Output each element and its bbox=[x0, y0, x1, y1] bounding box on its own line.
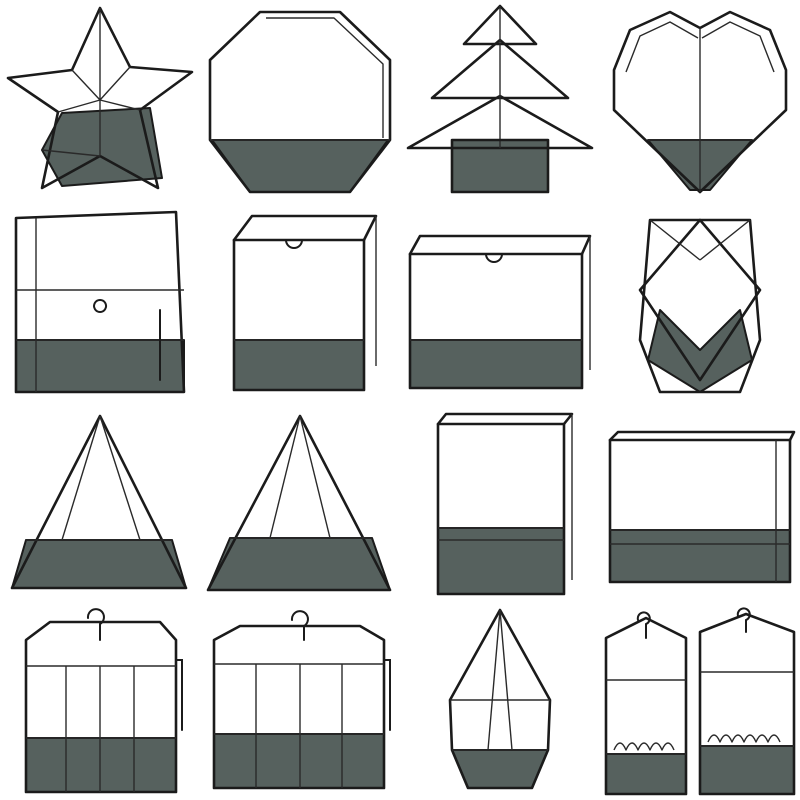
terrarium-heart bbox=[600, 0, 800, 200]
terrarium-lidded-box-wide bbox=[400, 200, 600, 400]
terrarium-greenhouse-pair-arched bbox=[600, 600, 800, 800]
terrarium-tall-box-door bbox=[400, 400, 600, 600]
terrarium-pyramid-1 bbox=[0, 400, 200, 600]
terrarium-greenhouse-hook-2 bbox=[200, 600, 400, 800]
terrarium-teardrop-pendant bbox=[400, 600, 600, 800]
terrarium-house-hook-tall bbox=[0, 200, 200, 400]
terrarium-star bbox=[0, 0, 200, 200]
terrarium-christmas-tree bbox=[400, 0, 600, 200]
terrarium-pyramid-2 bbox=[200, 400, 400, 600]
terrarium-diamond-geometric bbox=[600, 200, 800, 400]
terrarium-wide-box-door bbox=[600, 400, 800, 600]
terrarium-octagon bbox=[200, 0, 400, 200]
terrarium-greenhouse-hook-1 bbox=[0, 600, 200, 800]
terrarium-lidded-box-cube bbox=[200, 200, 400, 400]
